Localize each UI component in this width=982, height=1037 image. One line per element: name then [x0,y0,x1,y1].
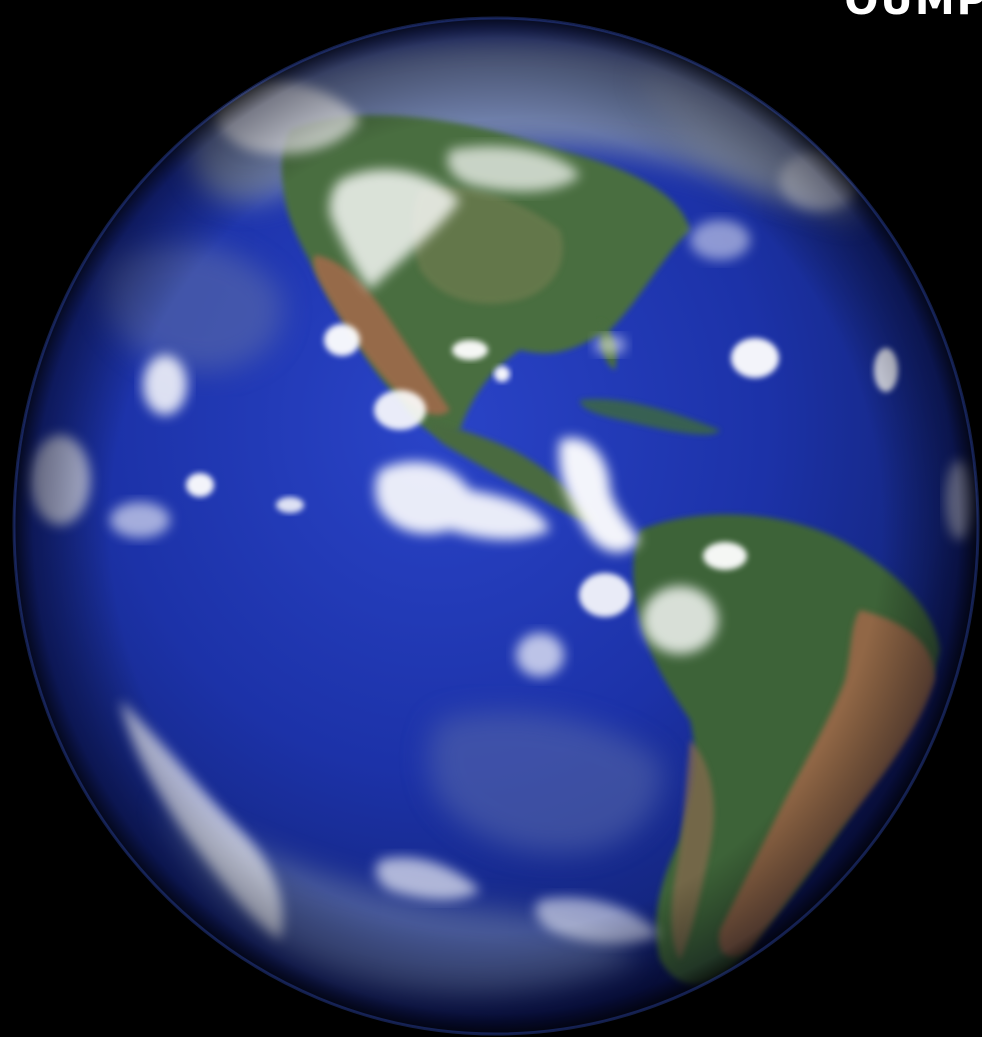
atmosphere-rim [12,16,980,1036]
limb-shadow [14,18,978,1034]
corner-text: OUMP [844,0,982,24]
